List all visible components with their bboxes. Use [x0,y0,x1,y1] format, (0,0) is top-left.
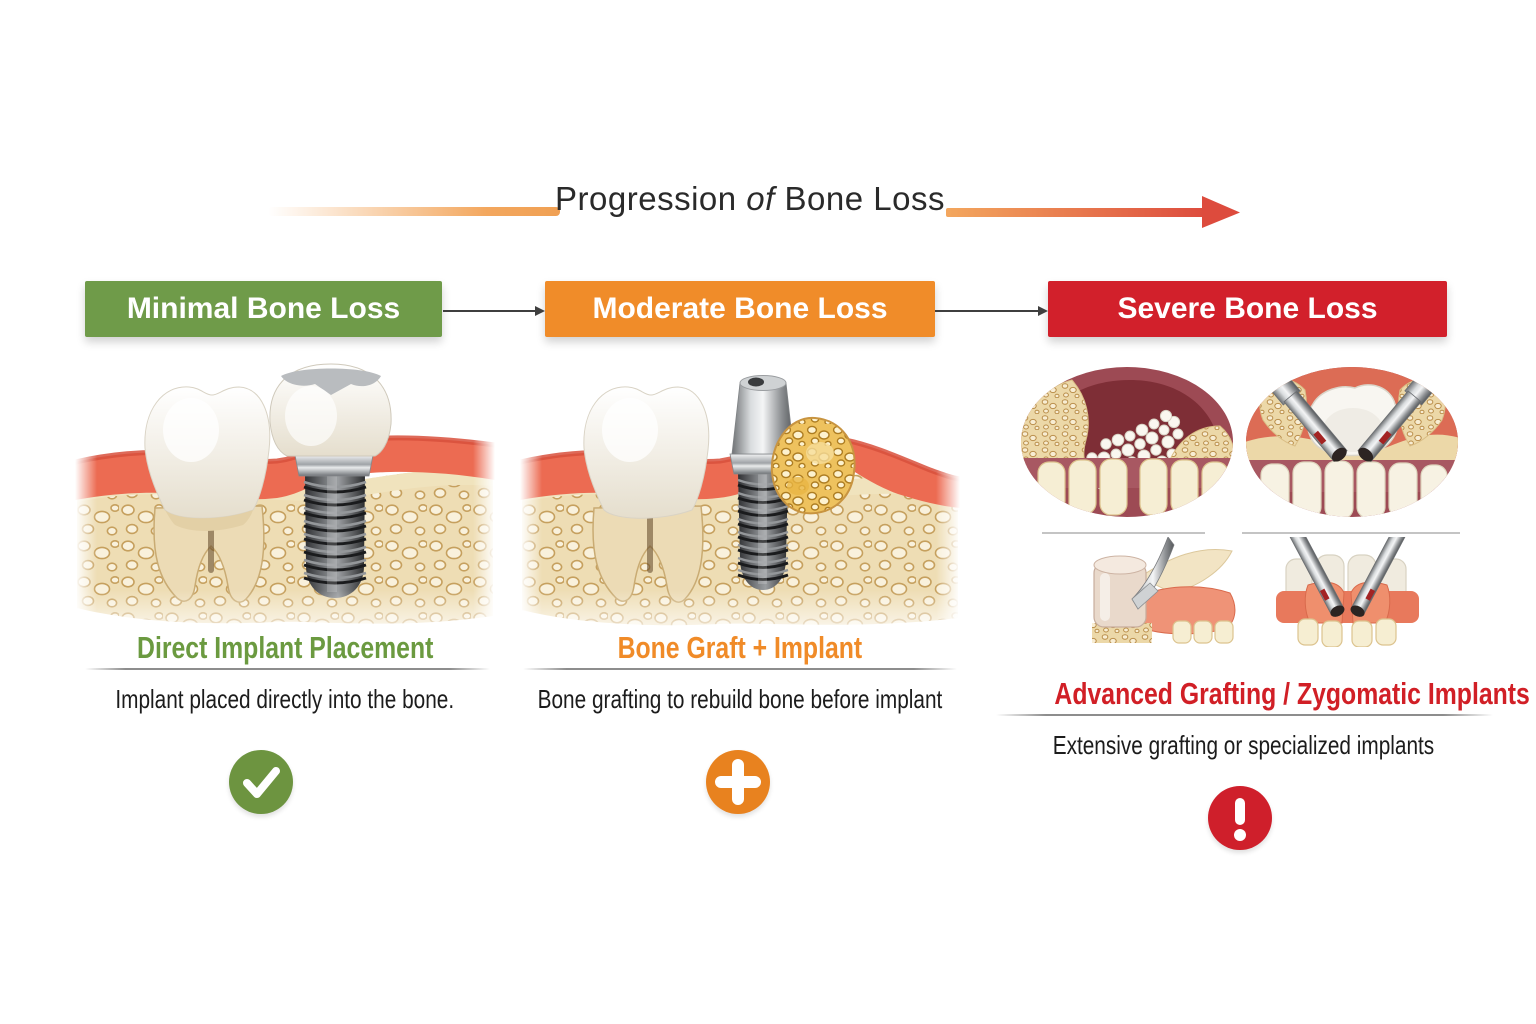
minimal-illustration-tooth-and-implant [75,363,495,643]
severe-heading: Advanced Grafting / Zygomatic Implants [995,676,1529,712]
severe-description: Extensive grafting or specialized implan… [983,730,1503,761]
heading-underline [85,668,490,670]
check-icon [243,767,280,798]
progression-arrow-icon [946,196,1240,228]
banner-minimal-bone-loss: Minimal Bone Loss [85,281,442,337]
moderate-heading: Bone Graft + Implant [520,630,960,666]
plus-circle-icon [706,750,770,814]
minimal-heading: Direct Implant Placement [75,630,495,666]
severe-illustration-dual-implants [1276,537,1419,647]
heading-underline [996,714,1493,716]
banner-label: Minimal Bone Loss [126,292,401,325]
flow-connector-arrow-icon [935,306,1048,316]
page-title: Progression of Bone Loss [450,180,1050,218]
heading-underline [523,668,957,670]
minimal-description: Implant placed directly into the bone. [35,684,535,715]
divider-line [1042,532,1205,534]
check-circle-icon [229,750,293,814]
banner-label: Severe Bone Loss [1117,292,1378,325]
banner-label: Moderate Bone Loss [592,292,888,325]
banner-moderate-bone-loss: Moderate Bone Loss [545,281,935,337]
progression-gradient-line [268,207,560,216]
exclamation-circle-icon [1208,786,1272,850]
severe-illustration-zygomatic-implants [1246,367,1458,517]
heading-text: Direct Implant Placement [136,630,434,665]
title-text: Progression [555,180,747,217]
moderate-description: Bone grafting to rebuild bone before imp… [480,684,1000,715]
heading-text: Bone Graft + Implant [617,630,863,665]
title-text-end: Bone Loss [774,180,945,217]
divider-line [1242,532,1460,534]
exclamation-icon [1234,798,1246,841]
severe-illustration-block-graft [1092,537,1236,644]
description-text: Extensive grafting or specialized implan… [1052,730,1434,760]
severe-illustration-sinus-graft [1021,367,1233,517]
description-text: Implant placed directly into the bone. [115,684,455,714]
description-text: Bone grafting to rebuild bone before imp… [537,684,943,714]
banner-severe-bone-loss: Severe Bone Loss [1048,281,1447,337]
title-italic-of: of [746,180,775,217]
plus-icon [715,759,761,805]
heading-text: Advanced Grafting / Zygomatic Implants [1054,676,1530,711]
moderate-illustration-implant-with-graft [520,375,960,643]
flow-connector-arrow-icon [443,306,545,316]
